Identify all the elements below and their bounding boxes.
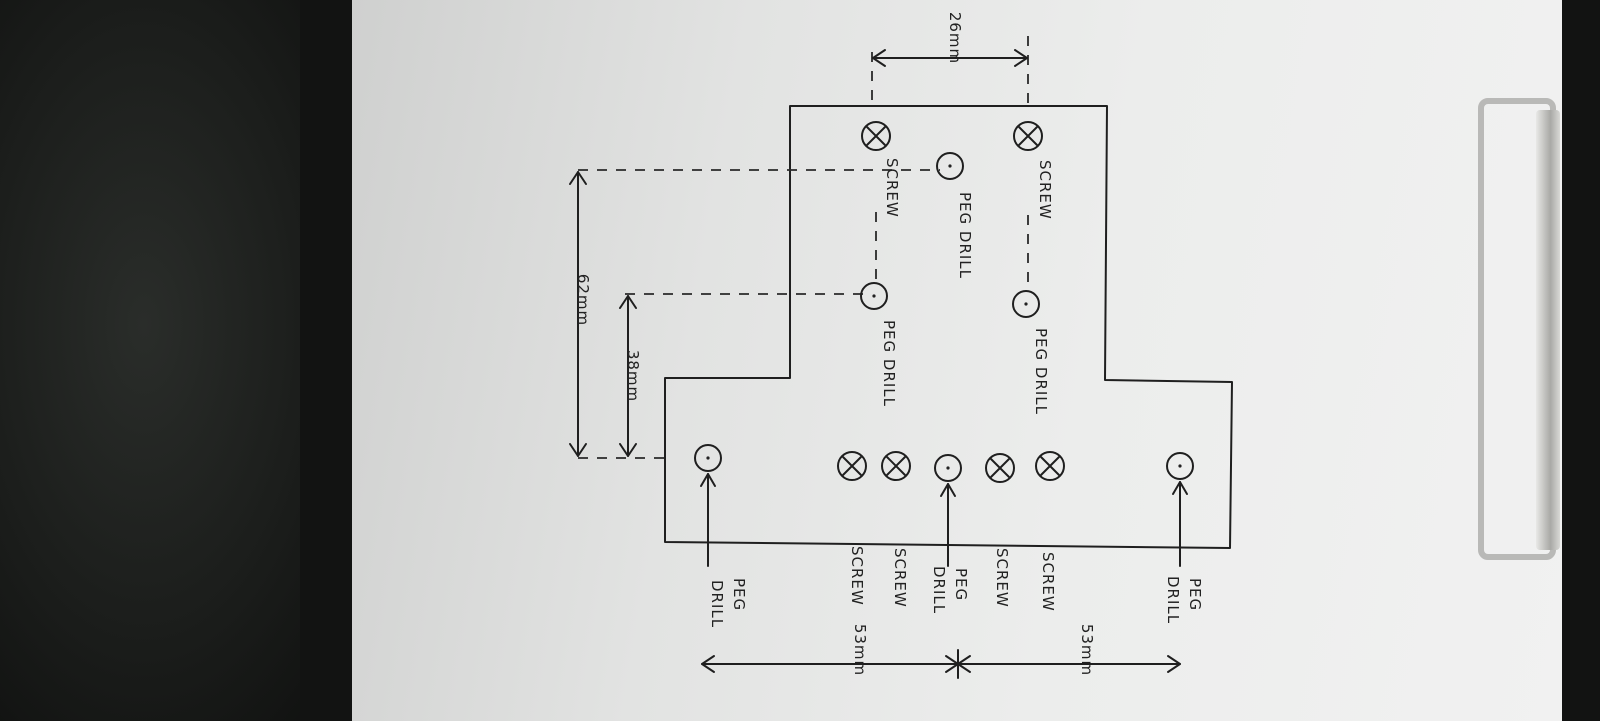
screw-hole-bottom-4 bbox=[837, 451, 867, 481]
peg-hole-middle-left bbox=[860, 282, 888, 310]
screw-hole-top-right bbox=[1013, 121, 1043, 151]
label-38mm: 38mm bbox=[624, 350, 642, 402]
peg-hole-bottom-right bbox=[1166, 452, 1194, 480]
screw-hole-bottom-3 bbox=[881, 451, 911, 481]
peg-hole-middle-right bbox=[1012, 290, 1040, 318]
dimension-53mm: 53mm 53mm bbox=[701, 624, 1181, 679]
dimension-62mm: 62mm bbox=[569, 169, 940, 459]
label-peg-drill-middle-right: PEG DRILL bbox=[1032, 328, 1050, 415]
label-53mm-left: 53mm bbox=[851, 624, 869, 676]
label-peg-bottom-center: PEG bbox=[952, 568, 970, 601]
peg-hole-bottom-center bbox=[934, 454, 962, 482]
label-screw-bottom-1: SCREW bbox=[1039, 552, 1057, 612]
label-peg-drill-upper: PEG DRILL bbox=[956, 192, 974, 279]
label-peg-bottom-right: PEG bbox=[1186, 578, 1204, 611]
label-drill-bottom-left: DRILL bbox=[708, 580, 726, 628]
dimension-38mm: 38mm bbox=[619, 293, 866, 457]
label-62mm: 62mm bbox=[574, 274, 592, 326]
peg-hole-upper bbox=[936, 152, 964, 180]
label-53mm-right: 53mm bbox=[1078, 624, 1096, 676]
label-drill-bottom-center: DRILL bbox=[930, 566, 948, 614]
label-26mm: 26mm bbox=[946, 12, 964, 64]
screw-hole-top-left bbox=[861, 121, 891, 151]
label-peg-drill-middle-left: PEG DRILL bbox=[880, 320, 898, 407]
label-drill-bottom-right: DRILL bbox=[1164, 576, 1182, 624]
bracket-outline bbox=[664, 105, 1233, 549]
paper-sheet bbox=[352, 0, 1562, 721]
label-screw-top-left: SCREW bbox=[883, 158, 901, 218]
label-peg-bottom-left: PEG bbox=[730, 578, 748, 611]
peg-hole-bottom-left bbox=[694, 444, 722, 472]
screw-hole-bottom-2 bbox=[985, 453, 1015, 483]
clipboard-clip-bar bbox=[1536, 110, 1560, 550]
label-screw-bottom-2: SCREW bbox=[993, 548, 1011, 608]
label-screw-bottom-4: SCREW bbox=[848, 546, 866, 606]
label-screw-top-right: SCREW bbox=[1036, 160, 1054, 220]
dimension-26mm: 26mm bbox=[871, 12, 1029, 106]
label-screw-bottom-3: SCREW bbox=[891, 548, 909, 608]
screw-hole-bottom-1 bbox=[1035, 451, 1065, 481]
